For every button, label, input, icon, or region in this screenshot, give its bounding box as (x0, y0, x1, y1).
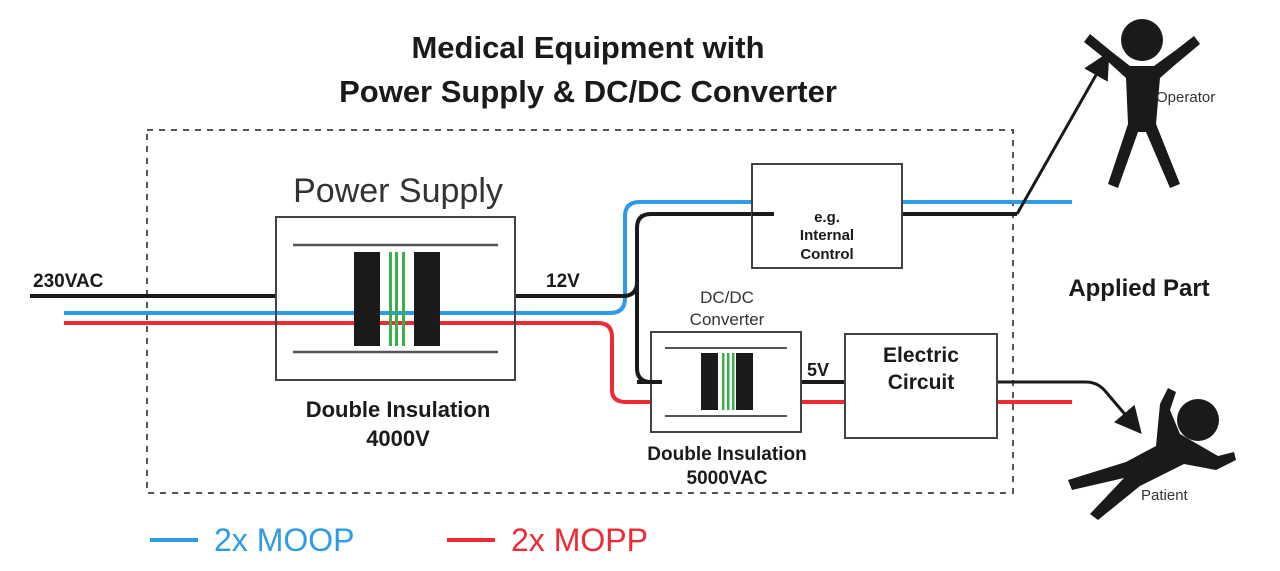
patient-arrow (997, 380, 1142, 435)
input-voltage-label: 230VAC (33, 271, 104, 292)
internal-control-line-1: e.g. (814, 209, 840, 226)
internal-control-line-2: Internal (800, 227, 854, 244)
output-12v-wire-top (515, 212, 752, 298)
internal-control-line-3: Control (800, 246, 853, 263)
moop-line (64, 200, 1072, 315)
equipment-boundary (146, 129, 1014, 494)
operator-arrow (1015, 51, 1110, 215)
patient-figure-icon: Patient (1068, 388, 1236, 520)
mopp-line (64, 321, 1072, 404)
power-supply-transformer-icon (275, 216, 516, 381)
internal-control-box (751, 163, 903, 269)
electric-circuit-box (844, 333, 998, 439)
ps-insulation-line-2: 4000V (366, 426, 430, 451)
legend-mopp-label: 2x MOPP (511, 522, 648, 558)
applied-part-label: Applied Part (1068, 275, 1209, 302)
converter-voltage-label: 5V (807, 360, 829, 380)
power-supply-label: Power Supply (293, 172, 503, 210)
dcdc-insulation-line-1: Double Insulation (647, 444, 806, 465)
output-voltage-label: 12V (546, 271, 580, 292)
dcdc-transformer-icon (665, 347, 787, 417)
dcdc-insulation-line-2: 5000VAC (687, 468, 768, 489)
title-line-2: Power Supply & DC/DC Converter (339, 74, 837, 109)
ps-insulation-line-1: Double Insulation (306, 397, 491, 422)
legend-moop-label: 2x MOOP (214, 522, 354, 558)
electric-circuit-line-2: Circuit (888, 371, 955, 394)
title-line-1: Medical Equipment with (411, 30, 764, 65)
operator-label: Operator (1156, 89, 1215, 106)
operator-figure-icon: Operator (1084, 19, 1215, 188)
legend: 2x MOOP 2x MOPP (150, 522, 648, 558)
patient-label: Patient (1141, 487, 1189, 504)
electric-circuit-line-1: Electric (883, 344, 959, 367)
dcdc-label-line-2: Converter (690, 310, 765, 329)
dcdc-label-line-1: DC/DC (700, 288, 754, 307)
